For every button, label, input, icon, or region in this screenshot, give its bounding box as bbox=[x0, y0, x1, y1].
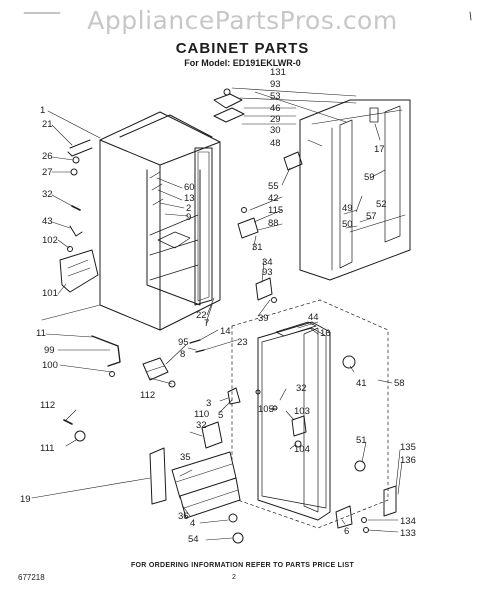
callout-103: 103 bbox=[294, 406, 310, 417]
callout-51: 51 bbox=[356, 435, 367, 446]
callout-135: 135 bbox=[400, 442, 416, 453]
callout-16: 16 bbox=[320, 328, 331, 339]
roller-wheel-lower bbox=[354, 460, 366, 472]
callout-22: 22 bbox=[196, 310, 207, 321]
callout-100: 100 bbox=[42, 360, 58, 371]
callout-93: 93 bbox=[270, 79, 281, 90]
callout-39: 39 bbox=[258, 313, 269, 324]
callout-99: 99 bbox=[44, 345, 55, 356]
callout-49: 49 bbox=[342, 203, 353, 214]
callout-131: 131 bbox=[270, 67, 286, 78]
callout-41: 41 bbox=[356, 378, 367, 389]
hinge-pin bbox=[67, 139, 93, 157]
callout-8: 8 bbox=[180, 349, 185, 360]
callout-17: 17 bbox=[374, 144, 385, 155]
callout-1: 1 bbox=[40, 105, 45, 116]
callout-111: 111 bbox=[40, 443, 54, 454]
callout-36: 36 bbox=[178, 511, 189, 522]
callout-13: 13 bbox=[184, 193, 195, 204]
callout-26: 26 bbox=[42, 151, 53, 162]
callout-134: 134 bbox=[400, 516, 416, 527]
callout-53: 53 bbox=[270, 91, 281, 102]
callout-9: 9 bbox=[186, 212, 191, 223]
page-number: 2 bbox=[232, 574, 236, 581]
callout-43: 43 bbox=[42, 216, 53, 227]
callout-4: 4 bbox=[190, 518, 195, 529]
callout-23: 23 bbox=[237, 337, 248, 348]
roller-wheel bbox=[342, 355, 356, 369]
callout-48: 48 bbox=[270, 138, 281, 149]
bracket-plate bbox=[59, 249, 99, 293]
callout-27: 27 bbox=[42, 167, 53, 178]
callout-5: 5 bbox=[218, 410, 223, 421]
callout-34: 34 bbox=[262, 257, 273, 268]
callout-112: 112 bbox=[140, 390, 155, 401]
callout-104: 104 bbox=[294, 444, 310, 455]
model-line: For Model: ED191EKLWR-0 bbox=[184, 58, 301, 68]
freezer-door bbox=[231, 299, 389, 529]
callout-88: 88 bbox=[268, 218, 279, 229]
callout-35: 35 bbox=[180, 452, 191, 463]
callout-58: 58 bbox=[394, 378, 405, 389]
diagram-title: CABINET PARTS bbox=[175, 40, 310, 57]
callout-19: 19 bbox=[20, 494, 31, 505]
callout-2: 2 bbox=[186, 203, 191, 214]
callout-93-lower: 93 bbox=[262, 267, 273, 278]
callout-46: 46 bbox=[270, 103, 281, 114]
callout-115: 115 bbox=[268, 205, 283, 216]
callout-59: 59 bbox=[364, 172, 375, 183]
cabinet-body bbox=[99, 111, 221, 331]
callout-102: 102 bbox=[42, 235, 58, 246]
callout-21: 21 bbox=[42, 119, 53, 130]
callout-57: 57 bbox=[366, 211, 377, 222]
callout-42: 42 bbox=[268, 193, 279, 204]
callout-110: 110 bbox=[194, 409, 209, 420]
callout-6: 6 bbox=[344, 526, 349, 537]
callout-136: 136 bbox=[400, 455, 416, 466]
callout-44: 44 bbox=[308, 312, 319, 323]
callout-101: 101 bbox=[42, 288, 58, 299]
callout-31: 31 bbox=[252, 242, 263, 253]
document-code: 677218 bbox=[18, 573, 45, 582]
callout-3: 3 bbox=[206, 398, 211, 409]
callout-32: 32 bbox=[42, 189, 53, 200]
callout-29: 29 bbox=[270, 114, 281, 125]
callout-14: 14 bbox=[220, 326, 231, 337]
door-stop bbox=[283, 151, 303, 171]
callout-54: 54 bbox=[188, 534, 199, 545]
callout-30: 30 bbox=[270, 125, 281, 136]
hinge-bracket bbox=[142, 357, 169, 381]
callout-112-left: 112 bbox=[40, 400, 55, 411]
callout-52: 52 bbox=[376, 199, 387, 210]
watermark: AppliancePartsPros.com bbox=[87, 6, 398, 35]
toe-grille bbox=[171, 451, 241, 519]
callout-60: 60 bbox=[184, 182, 195, 193]
callout-7: 7 bbox=[204, 318, 209, 329]
callout-32-door: 32 bbox=[296, 383, 307, 394]
callout-95: 95 bbox=[178, 337, 189, 348]
callout-105: 105 bbox=[258, 404, 274, 415]
door-liner-panel bbox=[299, 99, 411, 281]
side-bracket bbox=[149, 447, 167, 505]
ordering-note: FOR ORDERING INFORMATION REFER TO PARTS … bbox=[130, 562, 355, 569]
callout-32-lower: 32 bbox=[196, 420, 207, 431]
callout-133: 133 bbox=[400, 528, 416, 539]
callout-50: 50 bbox=[342, 219, 353, 230]
callout-55: 55 bbox=[268, 181, 279, 192]
callout-11: 11 bbox=[36, 328, 46, 339]
tube bbox=[91, 335, 121, 367]
